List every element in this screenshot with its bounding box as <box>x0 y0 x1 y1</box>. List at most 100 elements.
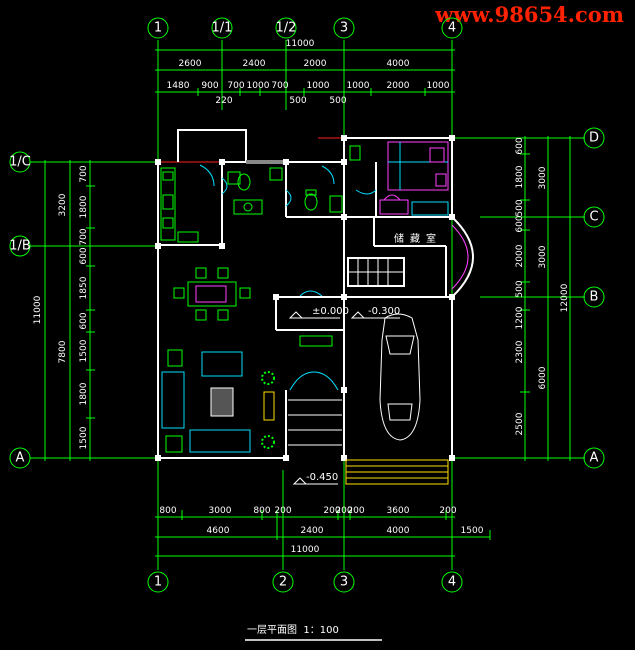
bottom-dimensions: 800 3000 800 200 200 200 200 3600 200 46… <box>155 506 491 560</box>
dim-text: 200 <box>347 506 364 516</box>
living-room-furniture <box>161 349 275 453</box>
dim-text: 1480 <box>167 81 190 91</box>
axis-label: C <box>589 210 598 225</box>
dim-text: 200 <box>323 506 340 516</box>
axis-label: 3 <box>340 575 348 590</box>
left-dimensions: 11000 3200 7800 700 1800 700 600 1850 60… <box>33 160 95 461</box>
dim-text: 3000 <box>209 506 232 516</box>
dim-text: 700 <box>79 228 89 245</box>
dim-text: 1500 <box>79 339 89 362</box>
dim-text: 3600 <box>387 506 410 516</box>
walls <box>157 129 474 459</box>
left-axis-bubbles: 1/C 1/B A <box>9 151 31 469</box>
level-text: ±0.000 <box>312 306 349 317</box>
dim-text: 4000 <box>387 59 410 69</box>
dim-text: 1000 <box>427 81 450 91</box>
right-axis-bubbles: D C B A <box>583 127 605 469</box>
dim-text: 1800 <box>79 382 89 405</box>
dim-text: 700 <box>271 81 288 91</box>
dim-text: 11000 <box>291 545 320 555</box>
axis-label: A <box>16 451 25 466</box>
entry-doors <box>288 290 342 446</box>
watermark: www.98654.com <box>434 2 624 27</box>
dim-text: 3000 <box>538 245 548 268</box>
axis-label: 1/B <box>9 239 31 254</box>
dim-text: 700 <box>79 165 89 182</box>
dim-text: 1200 <box>515 306 525 329</box>
dim-text: 1800 <box>79 195 89 218</box>
axis-label: 3 <box>340 21 348 36</box>
dim-text: 900 <box>201 81 218 91</box>
dim-text: 1500 <box>461 526 484 536</box>
bathroom-fixtures <box>221 165 343 215</box>
dim-text: 1850 <box>79 276 89 299</box>
dim-text: 4600 <box>207 526 230 536</box>
dim-text: 200 <box>439 506 456 516</box>
dim-text: 1800 <box>515 165 525 188</box>
dim-text: 600 <box>515 215 525 232</box>
level-marks: ±0.000 -0.300 -0.450 <box>288 306 400 485</box>
dim-text: 800 <box>253 506 270 516</box>
dim-text: 11000 <box>33 295 43 324</box>
dim-text: 2400 <box>301 526 324 536</box>
dim-text: 2600 <box>179 59 202 69</box>
dim-text: 500 <box>329 96 346 106</box>
dim-text: 700 <box>227 81 244 91</box>
dim-text: 1000 <box>307 81 330 91</box>
top-axis-bubbles: 1 1/1 1/2 3 4 <box>147 17 463 39</box>
dim-text: 1000 <box>247 81 270 91</box>
axis-label: B <box>590 290 599 305</box>
dining-set <box>173 267 251 321</box>
level-text: -0.300 <box>368 306 400 317</box>
kitchen-fixtures <box>160 164 215 243</box>
dim-text: 2300 <box>515 340 525 363</box>
dim-text: 1000 <box>347 81 370 91</box>
dim-text: 500 <box>289 96 306 106</box>
dim-text: 2000 <box>515 244 525 267</box>
drawing-title: 一层平面图 1：100 <box>247 624 339 636</box>
dim-text: 220 <box>215 96 232 106</box>
dim-text: 7800 <box>58 340 68 363</box>
axis-label: 2 <box>279 575 287 590</box>
columns <box>155 135 455 461</box>
dim-text: 200 <box>335 506 352 516</box>
axis-label: D <box>589 131 599 146</box>
dim-text: 12000 <box>560 283 570 312</box>
dim-text: 2400 <box>243 59 266 69</box>
staircase <box>347 257 405 287</box>
dim-text: 11000 <box>286 39 315 49</box>
axis-label: 1 <box>154 21 162 36</box>
dim-text: 200 <box>274 506 291 516</box>
dim-text: 500 <box>515 280 525 297</box>
dim-text: 600 <box>79 312 89 329</box>
dim-text: 2000 <box>387 81 410 91</box>
top-dimensions: 11000 2600 2400 2000 4000 1480 900 700 1… <box>155 39 455 106</box>
axis-label: 1 <box>154 575 162 590</box>
axis-label: 1/1 <box>212 21 233 36</box>
dim-text: 500 <box>515 199 525 216</box>
dim-text: 600 <box>79 247 89 264</box>
garage-car <box>379 313 421 441</box>
bedroom-furniture <box>349 141 449 216</box>
bottom-axis-bubbles: 1 2 3 4 <box>147 571 463 593</box>
axis-label: 1/C <box>9 155 31 170</box>
dim-text: 3200 <box>58 193 68 216</box>
axis-label: A <box>590 451 599 466</box>
level-text: -0.450 <box>306 472 338 483</box>
dim-text: 800 <box>159 506 176 516</box>
dim-text: 4000 <box>387 526 410 536</box>
axis-label: 4 <box>448 575 456 590</box>
axis-label: 4 <box>448 21 456 36</box>
axis-lines <box>30 40 585 570</box>
garage-ramp <box>345 459 449 485</box>
dim-text: 1500 <box>79 426 89 449</box>
dim-text: 3000 <box>538 166 548 189</box>
dim-text: 2500 <box>515 412 525 435</box>
dim-text: 6000 <box>538 366 548 389</box>
storage-room-label: 储藏室 <box>394 232 442 245</box>
dim-text: 2000 <box>304 59 327 69</box>
axis-label: 1/2 <box>276 21 297 36</box>
dim-text: 600 <box>515 137 525 154</box>
right-dimensions: 12000 3000 3000 6000 600 1800 500 600 20… <box>515 136 575 461</box>
